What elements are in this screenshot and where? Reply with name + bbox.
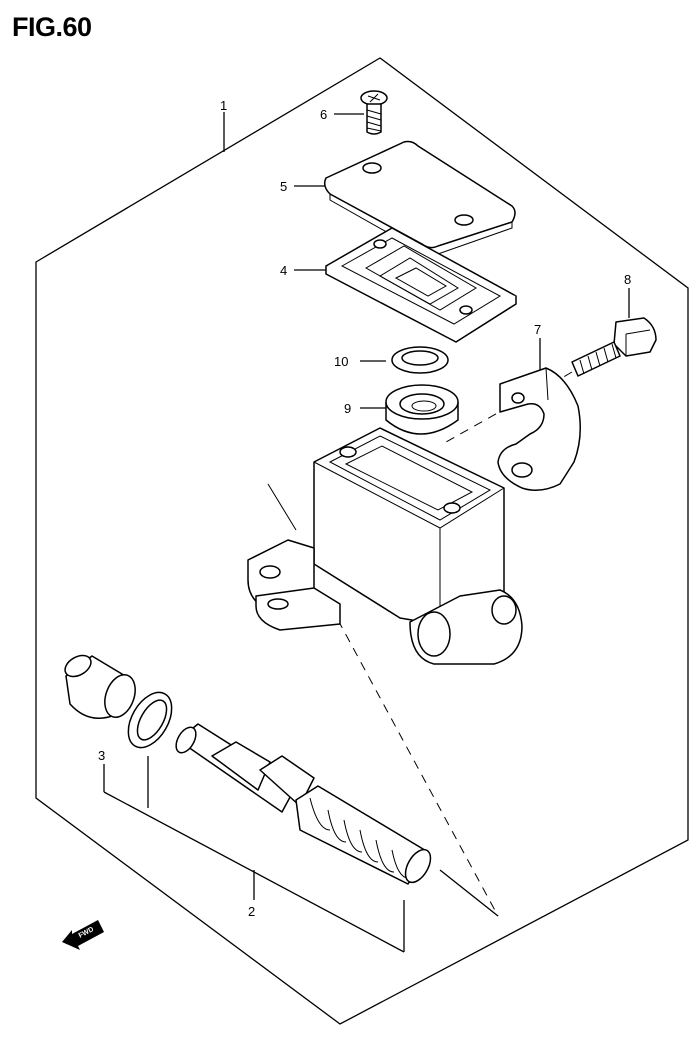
callout-2: 2 (248, 904, 255, 919)
part-2-piston-spring (175, 723, 432, 885)
master-cylinder-body (247, 427, 523, 665)
part-10-ring (391, 346, 449, 374)
callout-10: 10 (334, 354, 348, 369)
callout-7: 7 (534, 322, 541, 337)
part-8-bolt (571, 317, 657, 377)
circlip (127, 691, 173, 749)
part-6-screw (360, 90, 388, 135)
callout-6: 6 (320, 107, 327, 122)
fwd-arrow-icon: FWD (62, 920, 104, 950)
part-7-clamp (497, 367, 581, 491)
callout-9: 9 (344, 401, 351, 416)
part-3-boot (64, 654, 136, 719)
callout-8: 8 (624, 272, 631, 287)
part-5-cap (323, 140, 516, 255)
part-4-diaphragm (325, 227, 517, 343)
callout-1: 1 (220, 98, 227, 113)
callout-5: 5 (280, 179, 287, 194)
callout-3: 3 (98, 748, 105, 763)
figure-title: FIG.60 (12, 12, 92, 42)
callout-4: 4 (280, 263, 287, 278)
assembly-outline (35, 57, 689, 1025)
part-9-boot (385, 384, 459, 435)
callout-labels: 1 2 3 4 5 6 7 8 9 10 (98, 98, 631, 919)
